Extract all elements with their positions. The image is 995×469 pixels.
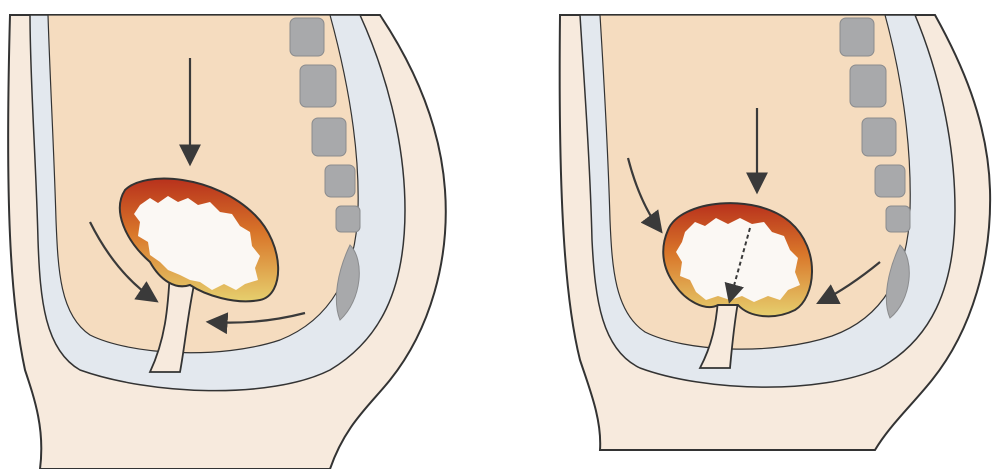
vertebra <box>336 206 360 232</box>
left-panel <box>0 0 470 469</box>
vertebra <box>840 18 874 56</box>
vertebra <box>875 165 905 197</box>
vertebra <box>312 118 346 156</box>
vertebra <box>862 118 896 156</box>
vertebra <box>886 206 910 232</box>
right-panel-svg <box>540 0 995 469</box>
vertebra <box>290 18 324 56</box>
vertebra <box>850 65 886 107</box>
vertebra <box>300 65 336 107</box>
left-panel-svg <box>0 0 470 469</box>
vertebra <box>325 165 355 197</box>
right-panel <box>540 0 995 469</box>
